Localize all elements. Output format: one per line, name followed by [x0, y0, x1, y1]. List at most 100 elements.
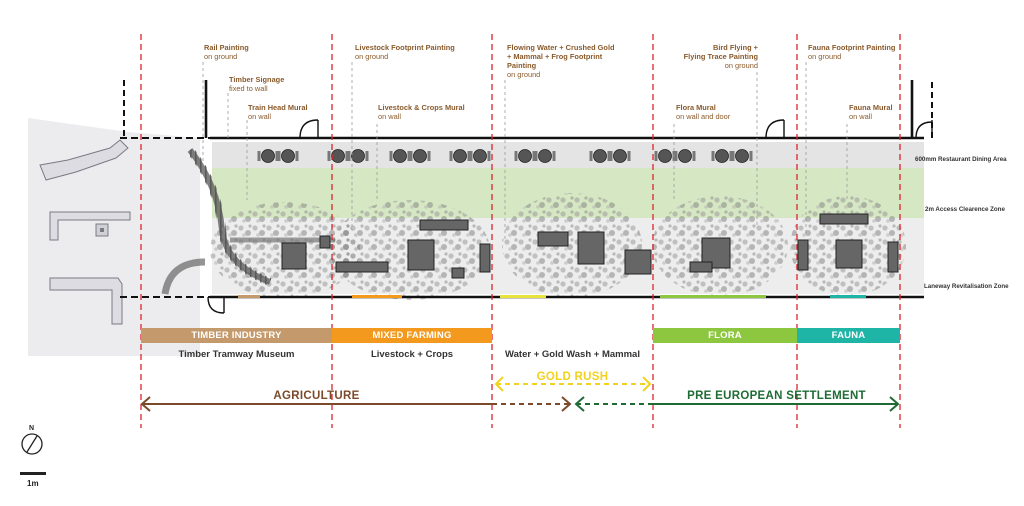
planter-block [577, 231, 605, 265]
sub-water-gold-wash: Water + Gold Wash + Mammal [505, 349, 640, 360]
planter-block [819, 213, 869, 225]
dining-table [538, 149, 552, 163]
planter-block [281, 242, 307, 270]
dining-chair [731, 151, 735, 161]
dining-chair [407, 151, 411, 161]
dining-chair [729, 151, 733, 161]
planter-block [887, 241, 899, 273]
era-pre-european: PRE EUROPEAN SETTLEMENT [687, 390, 866, 402]
dining-table [678, 149, 692, 163]
walls [120, 80, 933, 314]
planter-block [419, 219, 469, 231]
north-label: N [29, 425, 35, 432]
dining-chair [607, 151, 611, 161]
dining-chair [749, 151, 753, 161]
dining-chair [711, 151, 715, 161]
band-mixed-farming: MIXED FARMING [332, 328, 492, 343]
dining-table [518, 149, 532, 163]
planter-block [335, 261, 389, 273]
dining-chair [295, 151, 299, 161]
dining-chair [514, 151, 518, 161]
planter-block [451, 267, 465, 279]
dining-table [473, 149, 487, 163]
dining-chair [365, 151, 369, 161]
era-agriculture: AGRICULTURE [273, 390, 360, 402]
dining-chair [609, 151, 613, 161]
dining-chair [487, 151, 491, 161]
dining-table [613, 149, 627, 163]
dining-table [351, 149, 365, 163]
dining-table [413, 149, 427, 163]
dining-chair [654, 151, 658, 161]
dining-chair [427, 151, 431, 161]
sub-livestock-crops: Livestock + Crops [370, 349, 454, 360]
dining-tables [257, 149, 753, 163]
dining-chair [534, 151, 538, 161]
era-gold-rush: GOLD RUSH [536, 371, 609, 383]
band-timber-industry: TIMBER INDUSTRY [141, 328, 332, 343]
dining-chair [589, 151, 593, 161]
annotation-flowing-water: Flowing Water + Crushed Gold + Mammal + … [507, 43, 615, 79]
dining-chair [627, 151, 631, 161]
dining-chair [345, 151, 349, 161]
dining-chair [552, 151, 556, 161]
wall-strips [238, 295, 866, 298]
sub-timber-tramway: Timber Tramway Museum [178, 349, 295, 360]
planter-blocks [281, 213, 899, 279]
dining-table [393, 149, 407, 163]
dining-zone [212, 142, 924, 168]
section-dividers [140, 34, 901, 428]
scale-bar [20, 472, 46, 475]
dining-chair [469, 151, 473, 161]
north-arrow-icon [21, 433, 43, 455]
scale-label: 1m [27, 479, 39, 488]
dining-chair [389, 151, 393, 161]
dining-chair [275, 151, 279, 161]
dining-table [331, 149, 345, 163]
band-flora: FLORA [653, 328, 797, 343]
zone-label-laneway: Laneway Revitalisation Zone [924, 283, 1009, 290]
dining-chair [347, 151, 351, 161]
era-arrows [140, 376, 900, 412]
dining-table [261, 149, 275, 163]
dining-chair [327, 151, 331, 161]
leader-lines [202, 62, 848, 240]
zone-label-access: 2m Access Clearence Zone [925, 206, 1005, 213]
dining-table [735, 149, 749, 163]
planter-block [319, 235, 331, 249]
planter-block [479, 243, 491, 273]
dining-table [593, 149, 607, 163]
dining-table [453, 149, 467, 163]
planter-block [537, 231, 569, 247]
band-fauna: FAUNA [797, 328, 900, 343]
dining-chair [692, 151, 696, 161]
dining-chair [449, 151, 453, 161]
planter-block [689, 261, 713, 273]
dining-chair [467, 151, 471, 161]
dining-chair [409, 151, 413, 161]
zone-label-dining: 600mm Restaurant Dining Area [915, 156, 1007, 163]
dining-table [281, 149, 295, 163]
planter-block [835, 239, 863, 269]
dining-table [715, 149, 729, 163]
dining-chair [257, 151, 261, 161]
dining-table [658, 149, 672, 163]
planter-block [624, 249, 652, 275]
planter-block [797, 239, 809, 271]
annotation-bird-flying: Bird Flying + Flying Trace Painting on g… [683, 43, 758, 70]
dining-chair [674, 151, 678, 161]
street-block [28, 118, 200, 356]
railway-tracks [161, 147, 335, 295]
dining-chair [532, 151, 536, 161]
planter-block [407, 239, 435, 271]
dining-chair [277, 151, 281, 161]
